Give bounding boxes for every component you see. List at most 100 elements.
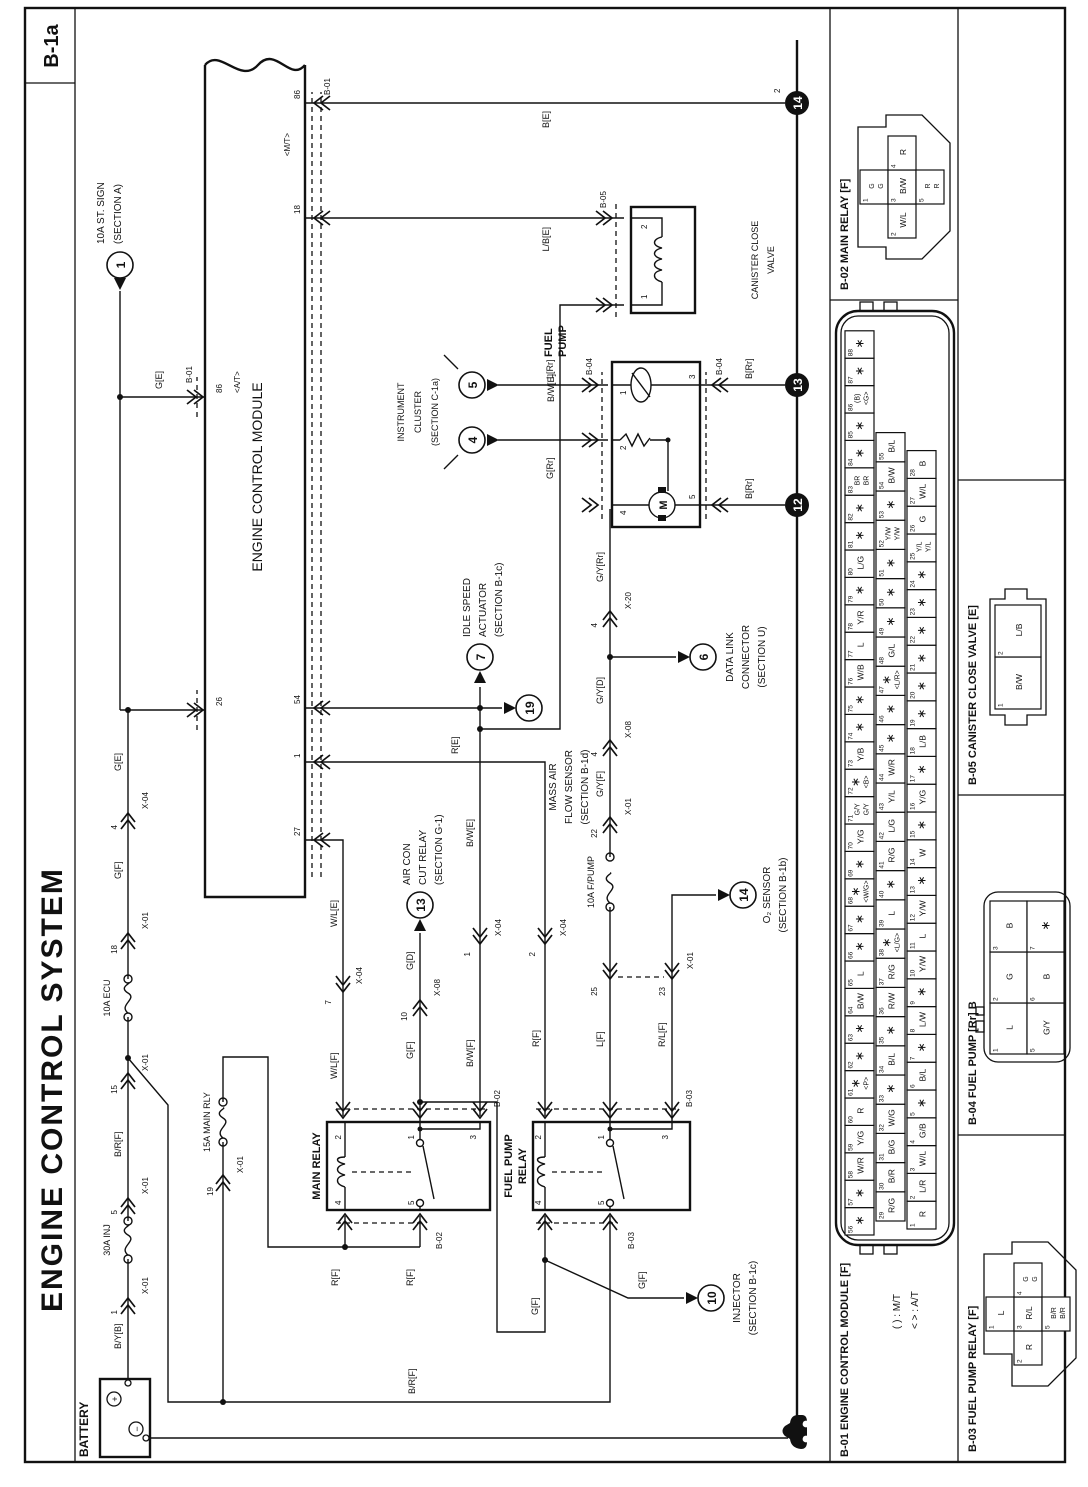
label-brf-vert: B/R[F]: [407, 1368, 417, 1394]
svg-text:∗: ∗: [880, 675, 894, 685]
main-relay-pin1: 1: [407, 1134, 416, 1139]
svg-text:Y/W: Y/W: [918, 900, 928, 916]
main-relay: MAIN RELAY 2 1 3 4 5: [311, 1120, 492, 1212]
fp-pin4: 4: [619, 510, 628, 515]
svg-text:84: 84: [848, 458, 855, 466]
main-relay-pin3: 3: [469, 1134, 478, 1139]
svg-text:∗: ∗: [853, 941, 867, 951]
svg-text:6: 6: [910, 1084, 917, 1088]
svg-text:51: 51: [879, 569, 886, 577]
svg-text:11: 11: [910, 942, 917, 949]
svg-text:W/R: W/R: [856, 1157, 866, 1174]
svg-text:41: 41: [879, 861, 886, 869]
canister-pin2: 2: [640, 224, 649, 229]
svg-text:<P>: <P>: [864, 1077, 871, 1090]
svg-text:44: 44: [879, 773, 886, 781]
ref-circle-10: 10: [705, 1291, 719, 1305]
ref-o2-sensor: 14 O₂ SENSOR (SECTION B-1b): [718, 857, 789, 933]
svg-text:R: R: [856, 1108, 866, 1114]
svg-text:∗: ∗: [915, 709, 929, 719]
svg-text:L/G: L/G: [887, 819, 897, 833]
svg-text:87: 87: [848, 376, 855, 384]
fprelay-b03-r: B-03: [685, 1090, 694, 1107]
fuel-pump: FUEL PUMP M 4 2 1 5 3: [543, 325, 702, 529]
fp-motor: M: [658, 500, 670, 509]
svg-text:∗: ∗: [915, 570, 929, 580]
battery-label: BATTERY: [77, 1402, 91, 1457]
svg-text:∗: ∗: [853, 1023, 867, 1033]
svg-text:R/W: R/W: [887, 993, 897, 1010]
svg-text:61: 61: [848, 1088, 855, 1096]
cluster-label2: CLUSTER: [413, 391, 423, 434]
section-b02-label: B-02 MAIN RELAY [F]: [839, 178, 851, 290]
idle-label1: IDLE SPEED: [462, 578, 473, 637]
svg-text:B/W: B/W: [898, 178, 908, 194]
ac-label3: (SECTION G-1): [434, 814, 445, 885]
svg-text:24: 24: [910, 580, 917, 588]
svg-text:26: 26: [910, 524, 917, 532]
label-x08-4-pin: 4: [590, 751, 599, 756]
label-rf-1: R[F]: [330, 1269, 340, 1286]
svg-text:79: 79: [848, 595, 855, 603]
svg-text:∗: ∗: [915, 653, 929, 663]
label-grr: G[Rr]: [545, 458, 555, 480]
page-title: ENGINE CONTROL SYSTEM: [36, 867, 69, 1312]
label-wle: W/L[E]: [329, 900, 339, 927]
svg-text:L: L: [996, 1310, 1006, 1315]
svg-text:<G>: <G>: [864, 391, 871, 405]
mainrelay-b02-r: B-02: [493, 1090, 502, 1107]
ref-data-link: 6 DATA LINK CONNECTOR (SECTION U): [678, 625, 768, 689]
idle-label3: (SECTION B-1c): [494, 563, 505, 637]
svg-text:B/W: B/W: [1014, 674, 1024, 690]
fp-pin5: 5: [688, 494, 697, 499]
svg-text:23: 23: [910, 608, 917, 616]
label-gyf: G/Y[F]: [595, 771, 605, 797]
svg-text:47: 47: [879, 686, 886, 694]
svg-text:L/R: L/R: [918, 1180, 928, 1193]
ref-circle-4: 4: [466, 436, 480, 443]
svg-text:13: 13: [910, 886, 917, 894]
svg-text:85: 85: [848, 431, 855, 439]
svg-text:16: 16: [910, 802, 917, 810]
svg-text:8: 8: [910, 1028, 917, 1032]
b03-cell-2: 2R: [1013, 1330, 1043, 1366]
svg-text:37: 37: [879, 978, 886, 986]
svg-text:B: B: [918, 460, 928, 466]
label-x01-1: X-01: [141, 1277, 150, 1294]
section-b01: B-01 ENGINE CONTROL MODULE [F] ( ) : M/T…: [834, 301, 956, 1457]
svg-text:R: R: [1024, 1344, 1034, 1350]
fp-relay-pin1: 1: [597, 1134, 606, 1139]
label-x01-18: X-01: [141, 912, 150, 929]
svg-text:G/B: G/B: [918, 1123, 928, 1138]
label-x01-15-pin: 15: [110, 1084, 119, 1093]
b02-cell-4: 4R: [887, 135, 917, 171]
svg-text:∗: ∗: [853, 1215, 867, 1225]
fp-pin1: 1: [619, 390, 628, 395]
svg-text:2: 2: [910, 1195, 917, 1199]
svg-text:40: 40: [879, 890, 886, 898]
label-x04-7-pin: 7: [324, 999, 333, 1004]
label-x08-4: X-08: [624, 721, 633, 738]
inj-label1: INJECTOR: [732, 1273, 743, 1323]
canister-label2: VALVE: [766, 246, 776, 274]
svg-text:48: 48: [879, 657, 886, 665]
svg-text:L: L: [856, 971, 866, 976]
ecm-pin54: 54: [293, 695, 302, 704]
maf-label3: (SECTION B-1d): [580, 749, 591, 824]
svg-text:L: L: [856, 642, 866, 647]
svg-text:38: 38: [879, 949, 886, 957]
ref-idle-speed-actuator: 7 IDLE SPEED ACTUATOR (SECTION B-1c): [462, 563, 505, 683]
svg-text:∗: ∗: [853, 722, 867, 732]
fp-relay-pin2: 2: [534, 1134, 543, 1139]
svg-text:50: 50: [879, 598, 886, 606]
svg-text:∗: ∗: [853, 448, 867, 458]
svg-text:∗: ∗: [915, 820, 929, 830]
svg-text:W/R: W/R: [887, 759, 897, 776]
label-x04-1: X-04: [494, 919, 503, 936]
page-border: [23, 6, 1067, 1464]
svg-text:5: 5: [910, 1112, 917, 1116]
b05-row: 1B/W2L/B: [994, 604, 1042, 710]
ref-maf-sensor: 19 MASS AIR FLOW SENSOR (SECTION B-1d): [504, 694, 591, 825]
